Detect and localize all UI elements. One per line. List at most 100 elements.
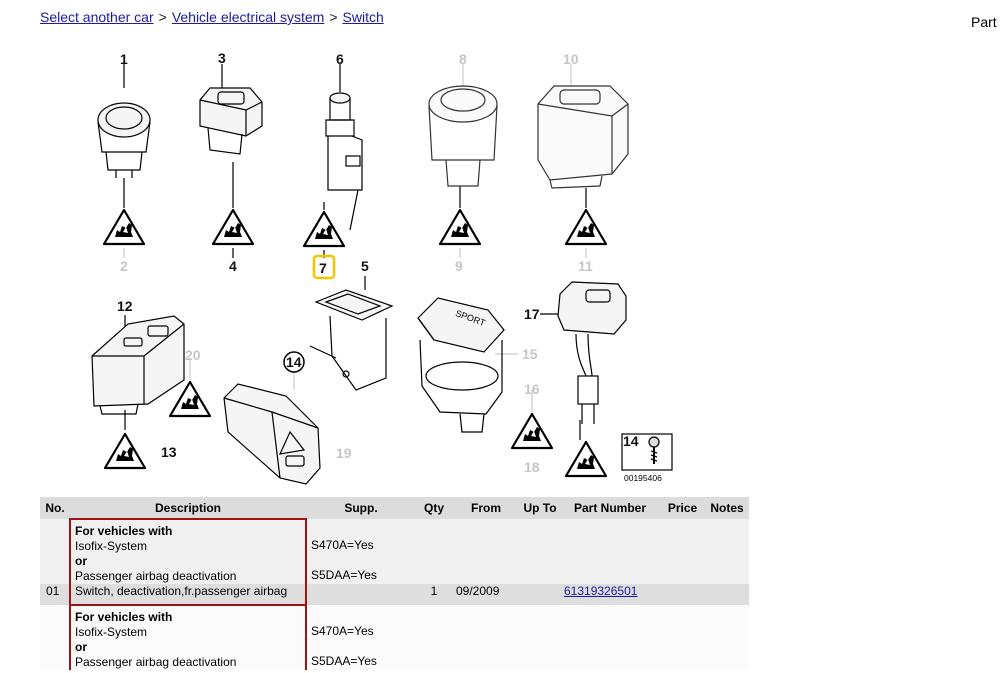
callout-19[interactable]: 19 [336, 445, 352, 461]
condition-line: Passenger airbag deactivation [75, 655, 237, 669]
callout-3[interactable]: 3 [218, 50, 226, 66]
row-up-to [520, 584, 560, 605]
callout-4[interactable]: 4 [229, 258, 237, 274]
callout-5[interactable]: 5 [361, 258, 369, 274]
row-supp [306, 584, 416, 605]
parts-diagram: 1 3 6 8 10 2 4 7 5 9 11 12 20 14 15 17 1… [91, 50, 673, 485]
supp-line: S470A=Yes [311, 624, 374, 638]
warning-triangle-icon [564, 208, 608, 246]
callout-15[interactable]: 15 [522, 346, 538, 362]
callout-18[interactable]: 18 [524, 459, 540, 475]
condition-row: For vehicles with Isofix-System or Passe… [40, 604, 749, 670]
table-row[interactable]: 01 Switch, deactivation,fr.passenger air… [40, 584, 749, 606]
warning-triangle-icon [302, 210, 346, 248]
callout-6[interactable]: 6 [336, 51, 344, 67]
warning-triangle-icon [510, 412, 554, 450]
table-header-row: No. Description Supp. Qty From Up To Par… [40, 497, 749, 519]
breadcrumb-vehicle-electrical-link[interactable]: Vehicle electrical system [171, 9, 325, 25]
highlight-box [312, 254, 336, 280]
empty-cell [416, 605, 749, 670]
callout-11[interactable]: 11 [578, 258, 593, 274]
header-from: From [452, 497, 520, 519]
header-supp: Supp. [306, 497, 416, 519]
part-10-illustration [537, 85, 629, 189]
row-qty: 1 [416, 584, 452, 605]
callout-10[interactable]: 10 [563, 51, 579, 67]
condition-line: Passenger airbag deactivation [75, 569, 237, 583]
breadcrumb-separator: > [329, 9, 338, 25]
callout-14-inset[interactable]: 14 [623, 433, 639, 449]
condition-row: For vehicles with Isofix-System or Passe… [40, 518, 749, 584]
header-description: Description [70, 497, 306, 519]
supp-line [311, 553, 412, 568]
callout-17[interactable]: 17 [524, 306, 540, 322]
part-number-link[interactable]: 61319326501 [564, 584, 638, 598]
part-17-illustration [557, 281, 627, 424]
part-label: Part [971, 14, 997, 30]
header-part-number: Part Number [560, 497, 660, 519]
screw-illustration [648, 436, 660, 464]
callout-circle [283, 351, 305, 373]
supp-line: S470A=Yes [311, 538, 374, 552]
condition-line: Isofix-System [75, 539, 148, 553]
part-8-illustration [428, 85, 498, 187]
callout-8[interactable]: 8 [459, 51, 467, 67]
header-price: Price [660, 497, 705, 519]
supp-line [311, 639, 412, 654]
header-up-to: Up To [520, 497, 560, 519]
condition-line: Isofix-System [75, 625, 148, 639]
condition-line: For vehicles with [75, 524, 173, 538]
leader-line [349, 189, 359, 231]
condition-no-cell [40, 519, 70, 584]
inset-box [621, 433, 673, 471]
part-6-illustration [325, 92, 363, 191]
warning-triangle-icon [103, 432, 147, 470]
callout-7[interactable]: 7 [319, 260, 327, 276]
part-1-illustration [97, 102, 151, 178]
parts-table: No. Description Supp. Qty From Up To Par… [40, 497, 749, 670]
supp-line [311, 609, 412, 624]
row-notes [705, 584, 749, 605]
empty-cell [416, 519, 749, 584]
part-3-illustration [199, 87, 263, 155]
warning-triangle-icon [168, 380, 212, 418]
row-description: Switch, deactivation,fr.passenger airbag [69, 584, 307, 606]
part-19-hazard-illustration [223, 383, 321, 485]
condition-line: or [75, 640, 87, 654]
image-code: 00195406 [624, 473, 662, 483]
supp-line: S5DAA=Yes [311, 654, 377, 668]
condition-line: or [75, 554, 87, 568]
callout-1[interactable]: 1 [120, 51, 128, 67]
part-5-bracket-illustration [309, 289, 394, 391]
header-qty: Qty [416, 497, 452, 519]
supp-cell: S470A=Yes S5DAA=Yes [306, 605, 416, 670]
warning-triangle-icon [102, 208, 146, 246]
warning-triangle-icon [564, 440, 608, 478]
condition-no-cell [40, 605, 70, 670]
callout-16[interactable]: 16 [524, 381, 540, 397]
callout-9[interactable]: 9 [455, 258, 463, 274]
breadcrumb: Select another car>Vehicle electrical sy… [40, 9, 384, 25]
breadcrumb-select-car-link[interactable]: Select another car [40, 9, 154, 25]
supp-cell: S470A=Yes S5DAA=Yes [306, 519, 416, 584]
part-sport-switch-illustration [417, 297, 505, 433]
supp-line: S5DAA=Yes [311, 568, 377, 582]
row-no: 01 [40, 584, 70, 605]
row-price [660, 584, 705, 605]
callout-2[interactable]: 2 [120, 258, 128, 274]
callout-14[interactable]: 14 [286, 354, 302, 370]
row-from: 09/2009 [452, 584, 520, 605]
callout-13[interactable]: 13 [161, 444, 177, 460]
callout-12[interactable]: 12 [117, 298, 133, 314]
warning-triangle-icon [211, 208, 255, 246]
warning-triangle-icon [438, 208, 482, 246]
header-no: No. [40, 497, 70, 519]
header-notes: Notes [705, 497, 749, 519]
condition-cell: For vehicles with Isofix-System or Passe… [69, 518, 307, 584]
breadcrumb-separator: > [158, 9, 167, 25]
part-12-illustration [91, 315, 185, 415]
callout-20[interactable]: 20 [185, 347, 201, 363]
breadcrumb-switch-link[interactable]: Switch [342, 9, 384, 25]
condition-line: For vehicles with [75, 610, 173, 624]
condition-cell: For vehicles with Isofix-System or Passe… [69, 604, 307, 670]
